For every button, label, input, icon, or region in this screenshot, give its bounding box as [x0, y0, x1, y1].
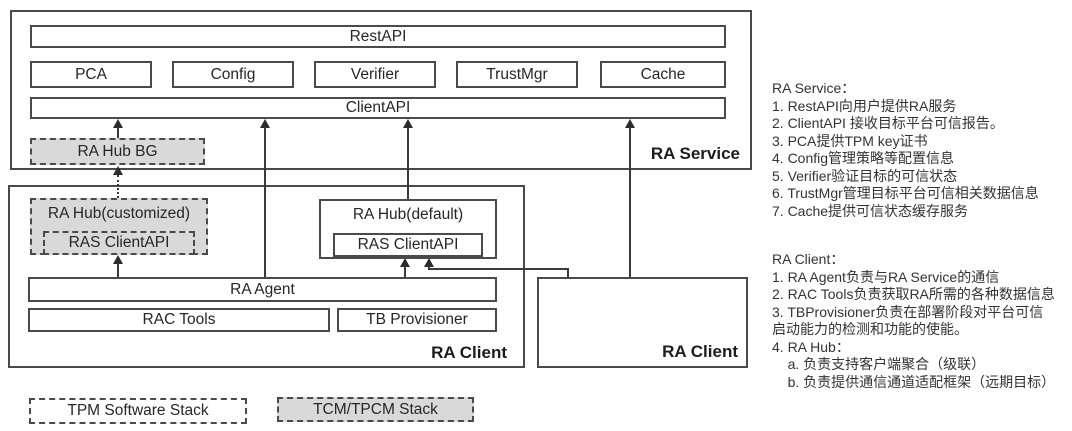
ras-clientapi-default-box: RAS ClientAPI — [333, 233, 483, 257]
ra-hub-default-label: RA Hub(default) — [352, 206, 464, 223]
pca-box: PCA — [30, 61, 152, 88]
legend-tcm-box: TCM/TPCM Stack — [277, 397, 474, 422]
connector-hubcustomized-hubbg-dotted — [117, 175, 119, 198]
ra-agent-box: RA Agent — [28, 277, 497, 302]
note-line: 6. TrustMgr管理目标平台可信相关数据信息 — [772, 185, 1039, 201]
note-line: 4. RA Hub： — [772, 338, 850, 355]
legend-tcm-label: TCM/TPCM Stack — [313, 400, 438, 418]
trustmgr-label: TrustMgr — [486, 65, 548, 83]
arrow-up-icon — [625, 119, 635, 128]
clientapi-box: ClientAPI — [30, 97, 726, 119]
connector-hubdefault-clientapi — [407, 127, 409, 199]
arrow-up-icon — [260, 119, 270, 128]
arrow-up-icon — [113, 119, 123, 128]
note-line: 3. PCA提供TPM key证书 — [772, 132, 928, 149]
connector-clientright-rasdefault-drop — [567, 268, 569, 278]
note-line: a. 负责支持客户端聚合（级联） — [772, 356, 986, 372]
note-line: 1. RA Agent负责与RA Service的通信 — [772, 268, 1000, 285]
cache-box: Cache — [600, 61, 726, 88]
arrow-up-icon — [424, 258, 434, 267]
restapi-box: RestAPI — [30, 25, 726, 48]
note-line: 启动能力的检测和功能的使能。 — [772, 321, 968, 337]
connector-agent-rascustomized — [117, 263, 119, 277]
ra-service-notes-title: RA Service： — [772, 80, 856, 96]
ra-client-right-container — [537, 277, 748, 368]
restapi-label: RestAPI — [349, 27, 407, 45]
ra-client-right-title: RA Client — [662, 342, 738, 361]
verifier-box: Verifier — [314, 61, 436, 88]
cache-label: Cache — [640, 65, 686, 83]
connector-clientright-rasdefault-horizontal — [428, 268, 569, 270]
trustmgr-box: TrustMgr — [456, 61, 578, 88]
tb-provisioner-box: TB Provisioner — [337, 308, 497, 332]
ra-client-notes-title: RA Client： — [772, 251, 845, 267]
ra-client-left-title: RA Client — [431, 343, 507, 362]
ra-service-title: RA Service — [650, 144, 740, 163]
ras-clientapi-customized-label: RAS ClientAPI — [68, 234, 170, 252]
arrow-up-icon — [113, 255, 123, 264]
arrow-up-icon — [113, 166, 123, 175]
config-box: Config — [172, 61, 294, 88]
rac-tools-box: RAC Tools — [28, 308, 330, 332]
legend-tpm-label: TPM Software Stack — [67, 402, 209, 420]
tb-provisioner-label: TB Provisioner — [366, 311, 468, 329]
note-line: 5. Verifier验证目标的可信状态 — [772, 167, 958, 184]
rac-tools-label: RAC Tools — [142, 311, 216, 329]
note-line: 4. Config管理策略等配置信息 — [772, 150, 955, 166]
ra-hub-bg-label: RA Hub BG — [77, 142, 158, 160]
connector-hubbg-clientapi — [117, 127, 119, 138]
legend-tpm-box: TPM Software Stack — [29, 398, 247, 424]
note-line: 3. TBProvisioner负责在部署阶段对平台可信 — [772, 303, 1044, 320]
ra-hub-bg-box: RA Hub BG — [30, 138, 205, 165]
verifier-label: Verifier — [350, 65, 400, 83]
ras-clientapi-default-label: RAS ClientAPI — [357, 236, 459, 254]
note-line: 2. RAC Tools负责获取RA所需的各种数据信息 — [772, 286, 1055, 302]
ra-service-notes: RA Service： 1. RestAPI向用户提供RA服务 2. Clien… — [772, 80, 1070, 220]
connector-clientright-clientapi — [629, 127, 631, 277]
pca-label: PCA — [75, 65, 107, 83]
config-label: Config — [210, 65, 256, 83]
connector-agent-clientapi — [264, 127, 266, 277]
ras-clientapi-customized-box: RAS ClientAPI — [43, 231, 195, 255]
note-line: b. 负责提供通信通道适配框架（远期目标） — [772, 373, 1056, 390]
connector-agent-rasdefault — [404, 266, 406, 277]
ra-agent-label: RA Agent — [230, 280, 295, 298]
arrow-up-icon — [403, 119, 413, 128]
ra-client-notes: RA Client： 1. RA Agent负责与RA Service的通信 2… — [772, 251, 1070, 391]
arrow-up-icon — [400, 258, 410, 267]
note-line: 2. ClientAPI 接收目标平台可信报告。 — [772, 115, 1004, 131]
note-line: 1. RestAPI向用户提供RA服务 — [772, 97, 957, 114]
clientapi-label: ClientAPI — [345, 99, 411, 117]
ra-hub-customized-label: RA Hub(customized) — [47, 205, 191, 222]
note-line: 7. Cache提供可信状态缓存服务 — [772, 202, 969, 219]
